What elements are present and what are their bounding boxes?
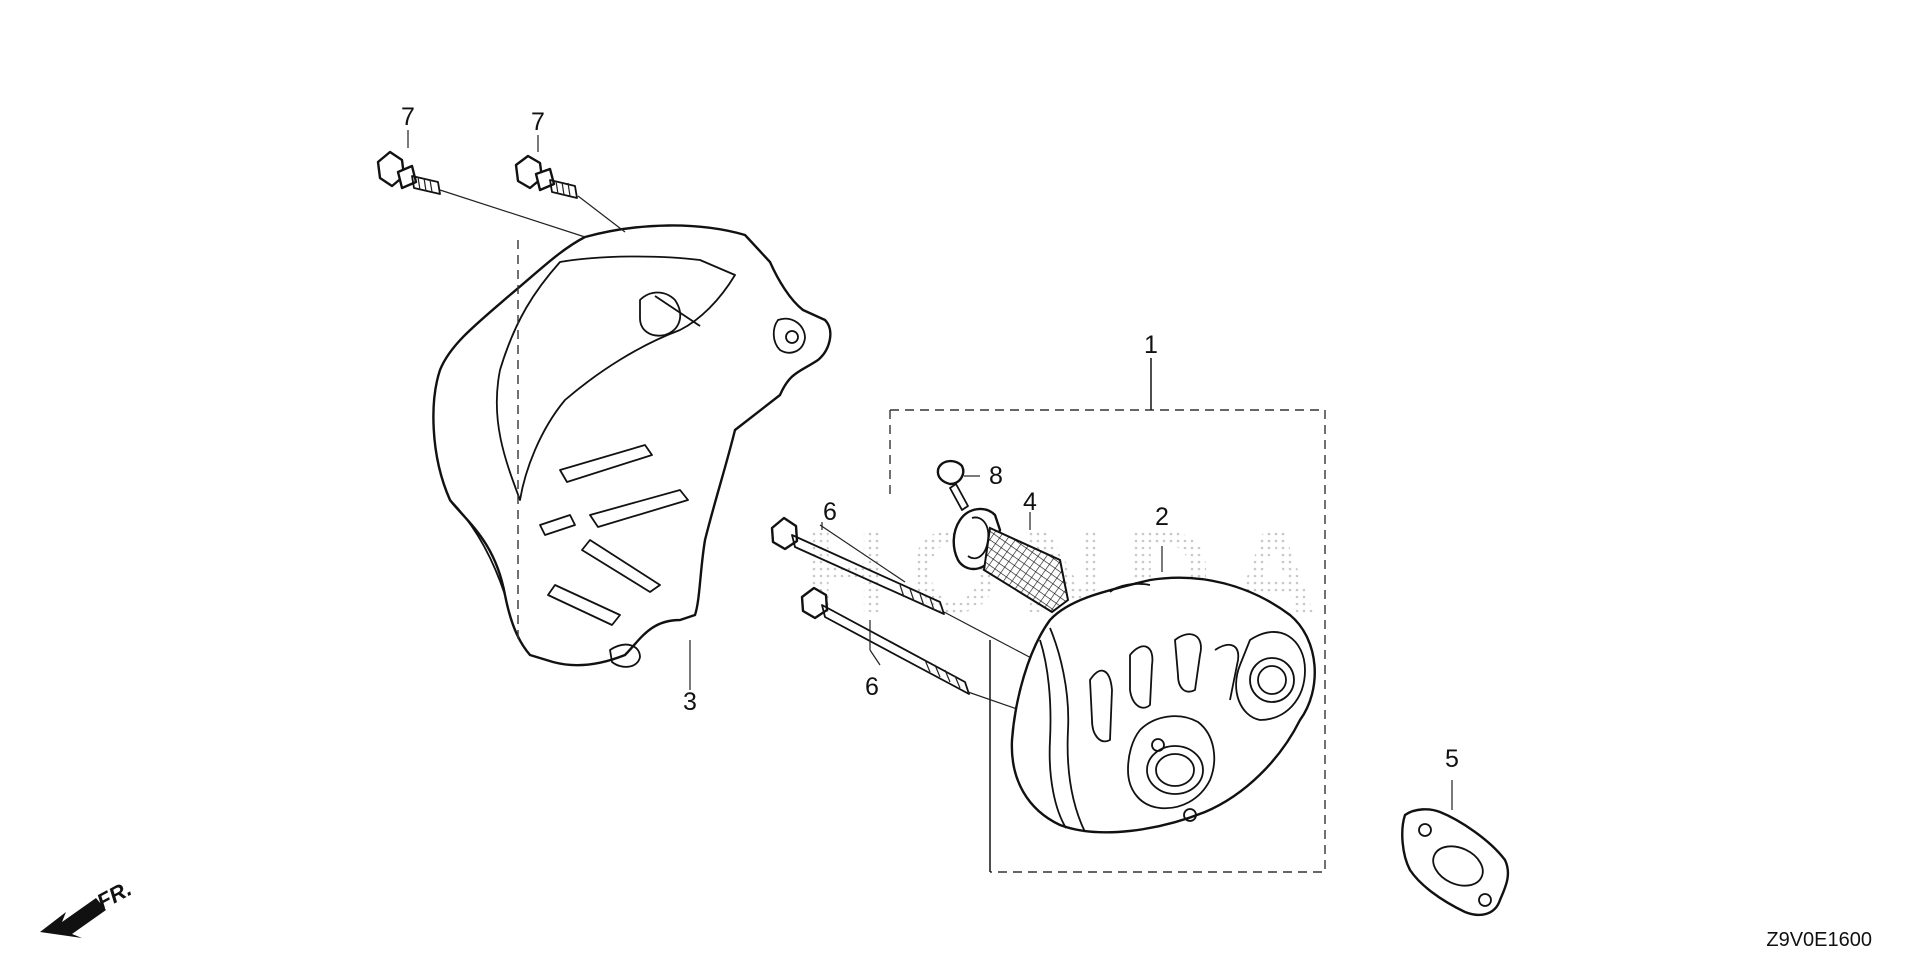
- callout-1: 1: [1144, 331, 1158, 359]
- callout-7b: 7: [531, 108, 545, 136]
- leader-6b-to-muffler: [967, 691, 1021, 711]
- stud-bolt-6a: [770, 516, 945, 615]
- callout-6b: 6: [865, 673, 879, 701]
- callout-5: 5: [1445, 745, 1459, 773]
- callout-4: 4: [1023, 488, 1037, 516]
- flange-bolt-7a: [376, 130, 441, 195]
- callout-7a: 7: [401, 103, 415, 131]
- leader-7b-to-protector: [577, 195, 626, 233]
- muffler-2: [1010, 546, 1316, 834]
- gasket-5: [1401, 780, 1510, 916]
- leader-6a: [819, 524, 906, 583]
- muffler-protector: [432, 224, 832, 668]
- diagram-code: Z9V0E1600: [1766, 929, 1872, 951]
- stud-bolt-6b: [800, 586, 970, 695]
- assembly-box-1: [889, 358, 1326, 873]
- flange-bolt-7b: [514, 135, 578, 199]
- callout-8: 8: [989, 462, 1003, 490]
- front-indicator: FR.: [40, 876, 136, 938]
- callout-3: 3: [683, 688, 697, 716]
- arrow-down-left-icon: [40, 898, 106, 938]
- spark-arrester-4: [952, 507, 1070, 614]
- tapping-screw-8: [936, 459, 980, 511]
- callout-2: 2: [1155, 503, 1169, 531]
- leader-7a-to-protector: [439, 189, 586, 238]
- leader-6b: [869, 649, 881, 666]
- leader-6a-to-muffler: [943, 611, 1036, 661]
- callout-6a: 6: [823, 498, 837, 526]
